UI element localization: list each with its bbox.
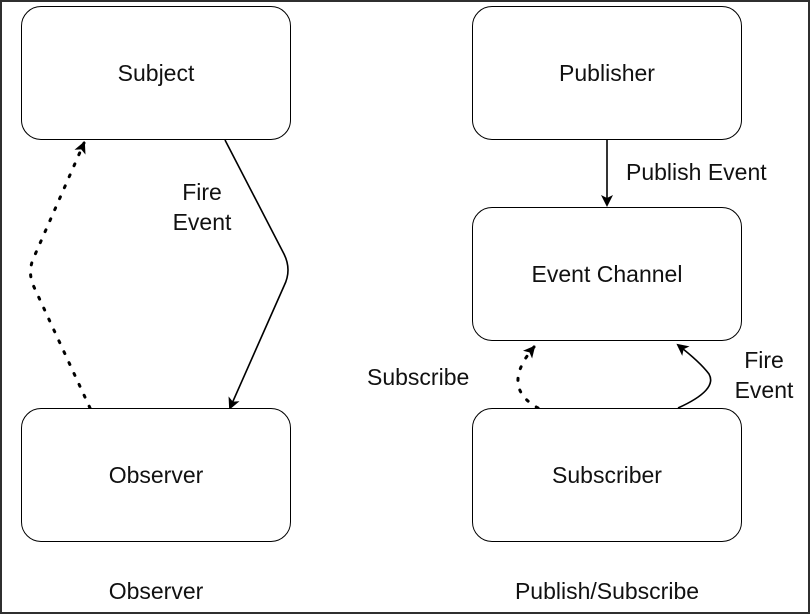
edge-label-fire-event-observer: Fire Event bbox=[157, 177, 247, 237]
node-event-channel: Event Channel bbox=[472, 207, 742, 341]
edge-label-line: Fire bbox=[744, 347, 784, 373]
edge-label-line: Fire bbox=[182, 179, 222, 205]
node-publisher: Publisher bbox=[472, 6, 742, 140]
edge-subscriber-to-channel-subscribe bbox=[516, 345, 540, 410]
caption-publish-subscribe: Publish/Subscribe bbox=[514, 578, 700, 604]
caption-observer: Observer bbox=[108, 578, 204, 604]
node-subscriber-label: Subscriber bbox=[552, 461, 662, 488]
node-publisher-label: Publisher bbox=[559, 59, 655, 86]
edge-subscriber-to-channel-fire bbox=[676, 343, 712, 409]
edge-label-line: Event bbox=[734, 377, 794, 403]
node-observer-label: Observer bbox=[108, 461, 204, 488]
edge-label-fire-event-pubsub: Fire Event bbox=[720, 345, 808, 405]
node-subject-label: Subject bbox=[117, 59, 195, 86]
edge-label-line: Event bbox=[172, 209, 232, 235]
edge-label-subscribe: Subscribe bbox=[367, 364, 470, 390]
edge-label-publish-event: Publish Event bbox=[626, 159, 767, 185]
edge-observer-to-subject bbox=[29, 141, 92, 410]
node-subscriber: Subscriber bbox=[472, 408, 742, 542]
node-event-channel-label: Event Channel bbox=[531, 260, 683, 287]
edge-subject-to-observer bbox=[224, 139, 289, 410]
node-subject: Subject bbox=[21, 6, 291, 140]
node-observer: Observer bbox=[21, 408, 291, 542]
